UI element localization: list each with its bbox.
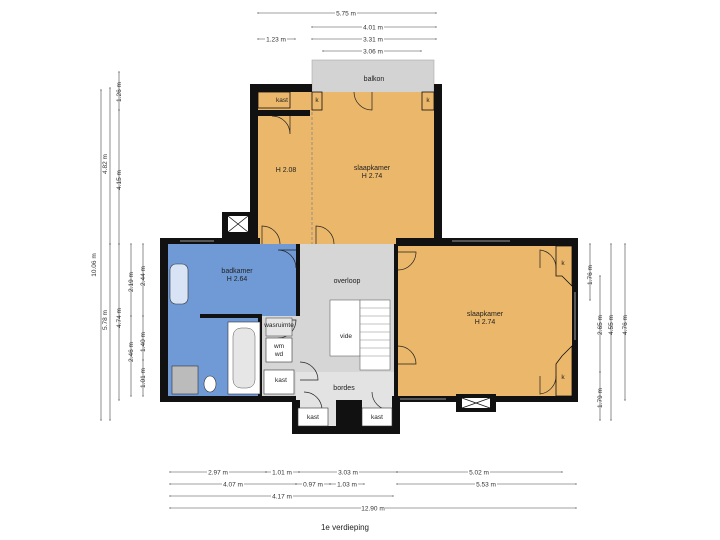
floor-caption: 1e verdieping bbox=[321, 523, 369, 532]
label-k1: k bbox=[315, 97, 319, 104]
dim-top-401: 4.01 m bbox=[363, 25, 383, 32]
label-slaapkamer-top: slaapkamer bbox=[354, 165, 391, 172]
dim-right-455: 4.55 m bbox=[608, 315, 615, 335]
dim-top-123: 1.23 m bbox=[266, 37, 286, 44]
dimension-labels: 5.75 m 4.01 m 1.23 m 3.31 m 3.06 m 10.06… bbox=[91, 9, 629, 513]
wm-wd-box bbox=[265, 337, 293, 363]
dim-left-246: 2.46 m bbox=[128, 342, 135, 362]
label-bordes: bordes bbox=[333, 385, 355, 392]
dim-top-575: 5.75 m bbox=[336, 11, 356, 18]
toilet bbox=[203, 375, 217, 393]
label-wd: wd bbox=[274, 351, 284, 358]
dim-top-331: 3.31 m bbox=[363, 37, 383, 44]
vent-top bbox=[227, 215, 249, 233]
label-k4: k bbox=[561, 374, 565, 381]
dim-bot-297: 2.97 m bbox=[208, 470, 228, 477]
dim-bot-103: 1.03 m bbox=[337, 482, 357, 489]
label-slaapkamer-right: slaapkamer bbox=[467, 311, 504, 318]
dim-top-306: 3.06 m bbox=[363, 49, 383, 56]
dim-right-179: 1.79 m bbox=[597, 388, 604, 408]
label-slaapkamer-right-height: H 2.74 bbox=[475, 319, 496, 326]
dim-right-176: 1.76 m bbox=[587, 265, 594, 285]
label-kast-bl: kast bbox=[307, 414, 319, 421]
kast-br-box bbox=[361, 407, 393, 427]
dim-left-415: 4.15 m bbox=[116, 170, 123, 190]
dim-left-101: 1.01 m bbox=[140, 368, 147, 388]
label-kast-mid: kast bbox=[275, 377, 287, 384]
bedroom-top-fill bbox=[258, 92, 438, 244]
dim-left-126: 1.26 m bbox=[116, 82, 123, 102]
dim-left-244: 2.44 m bbox=[140, 266, 147, 286]
label-overloop: overloop bbox=[334, 278, 361, 285]
dim-bot-553: 5.53 m bbox=[476, 482, 496, 489]
label-k2: k bbox=[426, 97, 430, 104]
kast-top bbox=[257, 91, 435, 111]
dim-left-219: 2.19 m bbox=[128, 272, 135, 292]
dim-left-1006: 10.06 m bbox=[91, 253, 98, 277]
dim-left-140: 1.40 m bbox=[140, 332, 147, 352]
right-k-boxes bbox=[555, 245, 573, 397]
label-k3: k bbox=[561, 260, 565, 267]
dim-bot-407: 4.07 m bbox=[223, 482, 243, 489]
label-kast-br: kast bbox=[371, 414, 383, 421]
bath-tub-left bbox=[169, 263, 189, 305]
label-vide: vide bbox=[340, 333, 352, 340]
dim-bot-303: 3.03 m bbox=[338, 470, 358, 477]
dim-right-476: 4.76 m bbox=[622, 315, 629, 335]
dim-left-578: 5.78 m bbox=[102, 310, 109, 330]
label-badkamer: badkamer bbox=[221, 268, 253, 275]
label-wm: wm bbox=[273, 343, 284, 350]
walls bbox=[160, 84, 578, 434]
label-badkamer-height: H 2.64 bbox=[227, 276, 248, 283]
kast-mid-box bbox=[263, 369, 295, 395]
label-balkon: balkon bbox=[364, 76, 385, 83]
dim-left-474: 4.74 m bbox=[116, 308, 123, 328]
bathroom-fixtures bbox=[169, 263, 393, 427]
label-kast-top: kast bbox=[276, 97, 288, 104]
dim-right-265: 2.65 m bbox=[597, 315, 604, 335]
dim-left-482: 4.82 m bbox=[102, 154, 109, 174]
dim-bot-101: 1.01 m bbox=[272, 470, 292, 477]
windows bbox=[180, 240, 576, 400]
shower bbox=[171, 365, 199, 395]
label-h208: H 2.08 bbox=[276, 167, 297, 174]
dim-bot-097: 0.97 m bbox=[303, 482, 323, 489]
label-slaapkamer-top-height: H 2.74 bbox=[362, 173, 383, 180]
bedroom-right-fill bbox=[398, 246, 574, 396]
sink bbox=[265, 317, 293, 337]
dim-bot-417: 4.17 m bbox=[272, 494, 292, 501]
label-wasruimte: wasruimte bbox=[263, 322, 294, 329]
staircase bbox=[329, 299, 391, 371]
dim-bot-1290: 12.90 m bbox=[361, 506, 385, 513]
kast-bl-box bbox=[297, 407, 329, 427]
vent-bottom bbox=[461, 397, 491, 409]
dim-bot-502: 5.02 m bbox=[469, 470, 489, 477]
